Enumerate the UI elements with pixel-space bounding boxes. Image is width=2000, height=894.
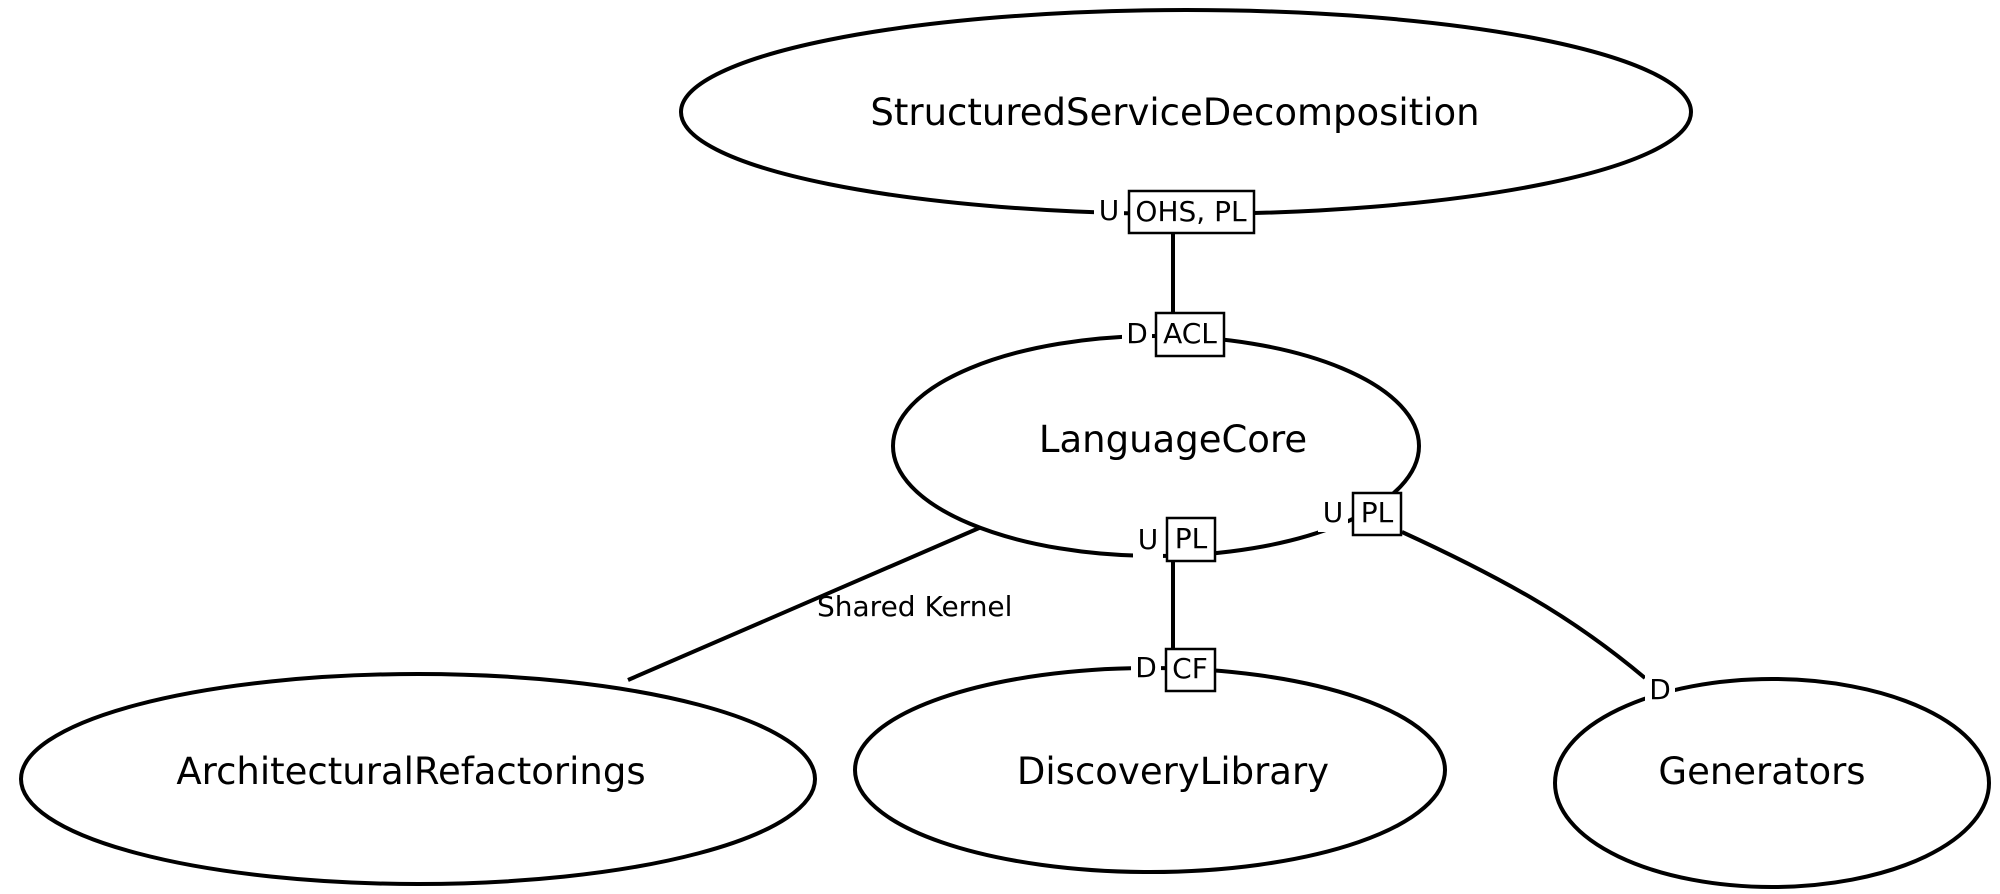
upstream-role-label: U (1138, 523, 1159, 556)
context-shape (19, 672, 817, 886)
svg-text:OHS, PL: OHS, PL (1135, 195, 1247, 228)
context-discovery-library[interactable]: DiscoveryLibrary (853, 666, 1447, 874)
role-background (1131, 650, 1161, 688)
upstream-pattern-badge: PL (1165, 516, 1217, 563)
edge-core-gen (1401, 530, 1647, 680)
downstream-pattern-badge: ACL (1154, 311, 1226, 358)
role-background (1133, 522, 1163, 560)
context-generators[interactable]: Generators (1553, 677, 1991, 889)
context-label: Generators (1658, 750, 1865, 793)
svg-text:PL: PL (1175, 522, 1208, 555)
svg-text:CF: CF (1172, 652, 1208, 685)
context-label: ArchitecturalRefactorings (176, 750, 645, 793)
svg-text:PL: PL (1361, 496, 1394, 529)
upstream-pattern-badge: OHS, PL (1127, 189, 1256, 235)
context-structured-service-decomposition[interactable]: StructuredServiceDecomposition (679, 8, 1693, 216)
role-background (1122, 314, 1152, 352)
role-background (1318, 494, 1348, 532)
context-label: StructuredServiceDecomposition (870, 91, 1479, 134)
role-background (1645, 672, 1675, 710)
svg-text:ACL: ACL (1163, 317, 1217, 350)
upstream-pattern-badge: PL (1351, 491, 1403, 537)
edge-core-ar-shared-kernel (627, 520, 994, 682)
downstream-pattern-badge: CF (1164, 647, 1217, 693)
upstream-role-label: U (1099, 194, 1120, 227)
shared-kernel-label: Shared Kernel (817, 590, 1012, 623)
context-architectural-refactorings[interactable]: ArchitecturalRefactorings (19, 672, 817, 886)
downstream-role-label: D (1649, 673, 1671, 706)
context-label: DiscoveryLibrary (1017, 750, 1329, 793)
downstream-role-label: D (1135, 651, 1157, 684)
role-background (1094, 190, 1124, 228)
context-shape (1553, 677, 1991, 889)
upstream-role-label: U (1323, 496, 1344, 529)
context-label: LanguageCore (1039, 418, 1307, 461)
downstream-role-label: D (1126, 317, 1148, 350)
